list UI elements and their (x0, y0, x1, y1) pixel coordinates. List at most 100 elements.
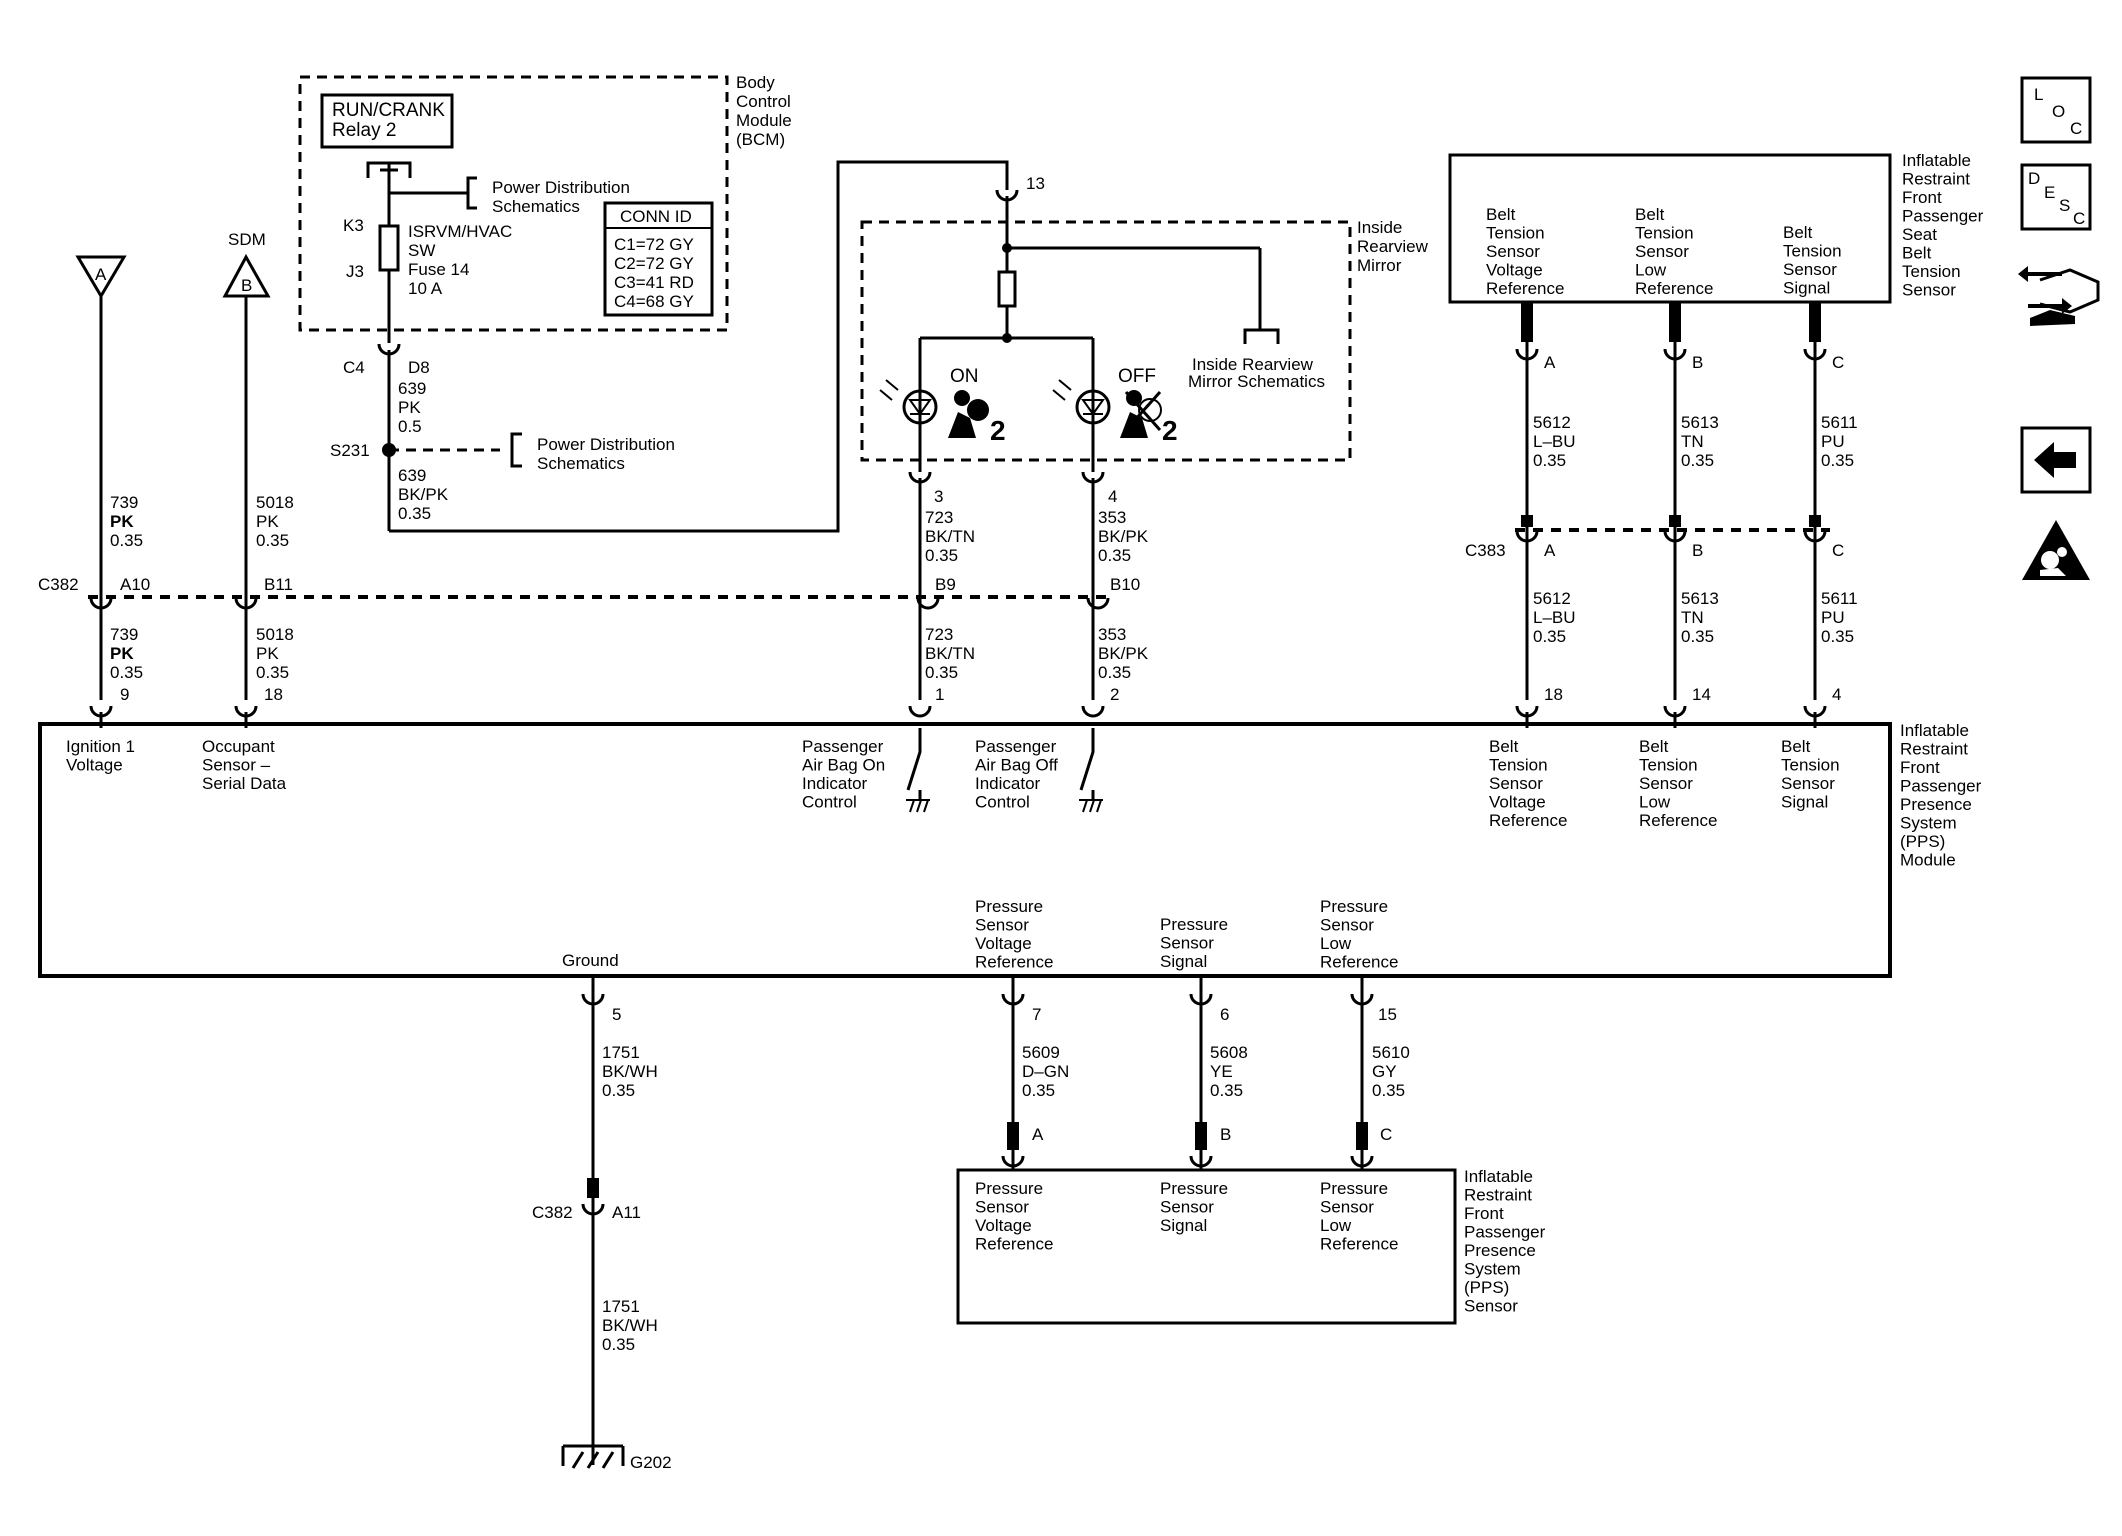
pps-sensor-col1: Pressure Sensor Voltage Reference (975, 1179, 1053, 1254)
wire-5608: 5608 YE 0.35 (1210, 1043, 1253, 1100)
belt-pin-a: A (1544, 353, 1556, 372)
svg-text:O: O (2052, 102, 2065, 121)
c383-label: C383 (1465, 541, 1506, 560)
back-arrow-button[interactable] (2020, 426, 2092, 494)
wire-5610: 5610 GY 0.35 (1372, 1043, 1415, 1100)
wire-739-top: 739 PK 0.35 (110, 493, 143, 550)
b10-label: B10 (1110, 575, 1140, 594)
svg-text:E: E (2044, 183, 2055, 202)
svg-text:S: S (2059, 196, 2070, 215)
pin-7: 7 (1032, 1005, 1041, 1024)
conn-id-list: C1=72 GY C2=72 GY C3=41 RD C4=68 GY (614, 235, 699, 311)
svg-text:C: C (2073, 209, 2085, 228)
pres-pin-c: C (1380, 1125, 1392, 1144)
on-number: 2 (990, 415, 1006, 446)
off-led-icon (1075, 389, 1111, 425)
wire-353-bot: 353 BK/PK 0.35 (1098, 625, 1153, 682)
pin-2: 2 (1110, 685, 1119, 704)
pps-module-title: Inflatable Restraint Front Passenger Pre… (1900, 721, 1986, 870)
wire-5018-top: 5018 PK 0.35 (256, 493, 299, 550)
pps-ignition: Ignition 1 Voltage (66, 737, 140, 775)
wire-739-bot: 739 PK 0.35 (110, 625, 143, 682)
pin-5: 5 (612, 1005, 621, 1024)
off-label: OFF (1118, 366, 1156, 387)
pin-15: 15 (1378, 1005, 1397, 1024)
airbag-warning-icon[interactable] (2022, 520, 2090, 580)
belt-pin-b: B (1692, 353, 1703, 372)
b-label: B (241, 276, 252, 295)
mirror-resistor (997, 270, 1017, 308)
svg-text:C: C (2070, 119, 2082, 138)
conn-id-title: CONN ID (620, 207, 692, 226)
belt-sensor-col2: Belt Tension Sensor Low Reference (1635, 205, 1713, 298)
fuse-label: ISRVM/HVAC SW Fuse 14 10 A (408, 222, 517, 298)
pps-belt3: Belt Tension Sensor Signal (1781, 737, 1844, 812)
belt-sensor-title: Inflatable Restraint Front Passenger Sea… (1902, 151, 1988, 300)
c383-pin-a: A (1544, 541, 1556, 560)
desc-button[interactable]: D E S C (2020, 163, 2092, 231)
a11-label: A11 (612, 1203, 641, 1222)
bcm-title: Body Control Module (BCM) (736, 73, 797, 149)
pin-3: 3 (934, 487, 943, 506)
wire-1751-top: 1751 BK/WH 0.35 (602, 1043, 662, 1100)
pps-sensor-box (956, 1168, 1457, 1325)
pps-sensor-col3: Pressure Sensor Low Reference (1320, 1179, 1398, 1254)
wire-353-top: 353 BK/PK 0.35 (1098, 508, 1153, 565)
c383-pin-b: B (1692, 541, 1703, 560)
d8-label: D8 (408, 358, 430, 377)
wire-723-bot: 723 BK/TN 0.35 (925, 625, 980, 682)
pin-13: 13 (1026, 174, 1045, 193)
mirror-title: Inside Rearview Mirror (1357, 218, 1433, 275)
wire-5611-bot: 5611 PU 0.35 (1821, 589, 1862, 646)
c382-bottom-label: C382 (532, 1203, 573, 1222)
pin-9: 9 (120, 685, 129, 704)
on-label: ON (950, 366, 979, 387)
pps-pres3: Pressure Sensor Low Reference (1320, 897, 1398, 972)
pps-ground: Ground (562, 951, 619, 970)
fuse-symbol (378, 224, 400, 272)
k3-label: K3 (343, 216, 364, 235)
wire-5612-top: 5612 L–BU 0.35 (1533, 413, 1580, 470)
pps-belt1: Belt Tension Sensor Voltage Reference (1489, 737, 1567, 830)
sdm-label: SDM (228, 230, 266, 249)
a-label: A (95, 265, 107, 284)
splice-pack-a (75, 255, 127, 299)
wire-5613-top: 5613 TN 0.35 (1681, 413, 1724, 470)
pres-pin-b: B (1220, 1125, 1231, 1144)
pin-1: 1 (935, 685, 944, 704)
wire-5612-bot: 5612 L–BU 0.35 (1533, 589, 1580, 646)
relay-box (320, 93, 454, 149)
mirror-box (860, 220, 1352, 462)
power-dist-1: Power Distribution Schematics (492, 178, 635, 216)
ground-g202-icon (561, 1444, 625, 1469)
wire-639b: 639 BK/PK 0.35 (398, 466, 453, 523)
pps-occupant: Occupant Sensor – Serial Data (202, 737, 287, 793)
wire-723-top: 723 BK/TN 0.35 (925, 508, 980, 565)
pps-module-box (38, 722, 1892, 978)
pps-pres2: Pressure Sensor Signal (1160, 915, 1233, 971)
pps-sensor-title: Inflatable Restraint Front Passenger Pre… (1464, 1167, 1550, 1316)
wire-639a: 639 PK 0.5 (398, 379, 431, 436)
wire-5018-bot: 5018 PK 0.35 (256, 625, 299, 682)
pps-belt2: Belt Tension Sensor Low Reference (1639, 737, 1717, 830)
connector-hand-icon[interactable] (2018, 266, 2100, 326)
c382-label: C382 (38, 575, 79, 594)
pin-6: 6 (1220, 1005, 1229, 1024)
airbag-off-icon (1120, 390, 1162, 438)
power-dist-2: Power Distribution Schematics (537, 435, 680, 473)
svg-text:D: D (2028, 169, 2040, 188)
airbag-on-icon (948, 390, 989, 438)
belt-sensor-col1: Belt Tension Sensor Voltage Reference (1486, 205, 1564, 298)
b11-label: B11 (264, 575, 293, 594)
off-number: 2 (1162, 415, 1178, 446)
pres-pin-a: A (1032, 1125, 1044, 1144)
pin-18-left: 18 (264, 685, 283, 704)
c383-pin-c: C (1832, 541, 1844, 560)
loc-button[interactable]: L O C (2020, 76, 2092, 144)
mirror-schematics: Inside Rearview Mirror Schematics (1188, 355, 1325, 391)
bcm-box (298, 75, 729, 332)
pps-pres1: Pressure Sensor Voltage Reference (975, 897, 1053, 972)
pps-airbag-off: Passenger Air Bag Off Indicator Control (975, 737, 1063, 812)
wire-5611-top: 5611 PU 0.35 (1821, 413, 1862, 470)
